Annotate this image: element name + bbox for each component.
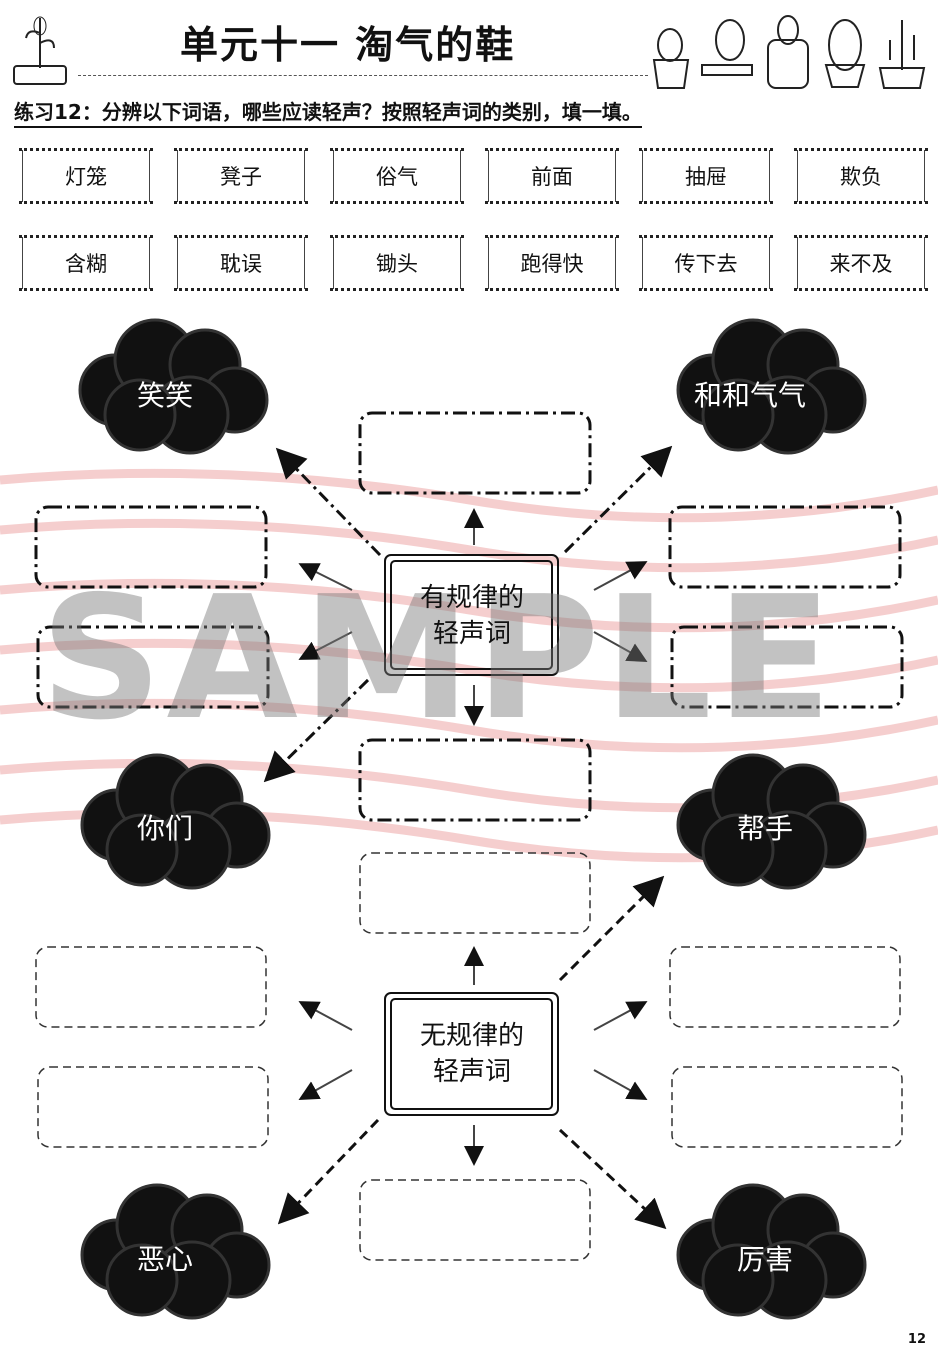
page-title: 单元十一 淘气的鞋	[180, 23, 516, 67]
word-card[interactable]: 含糊	[19, 235, 153, 291]
label-line: 轻声词	[432, 619, 511, 649]
word-card[interactable]: 锄头	[330, 235, 464, 291]
example-label: 恶心	[136, 1243, 193, 1276]
word-card[interactable]: 俗气	[330, 148, 464, 204]
word-card[interactable]: 前面	[485, 148, 619, 204]
example-label: 你们	[136, 812, 193, 845]
example-label: 笑笑	[136, 379, 193, 412]
example-label: 厉害	[736, 1243, 793, 1276]
word-card[interactable]: 抽屉	[639, 148, 773, 204]
example-label: 帮手	[736, 812, 793, 845]
example-label: 和和气气	[693, 379, 806, 412]
title-divider	[78, 75, 648, 76]
irregular-category-label: 无规律的 轻声词	[385, 1018, 559, 1090]
exercise-instruction: 练习12：分辨以下词语，哪些应读轻声？按照轻声词的类别，填一填。	[14, 96, 642, 128]
sample-watermark: SAMPLE	[40, 560, 837, 758]
word-card[interactable]: 灯笼	[19, 148, 153, 204]
word-card[interactable]: 欺负	[794, 148, 928, 204]
word-card[interactable]: 来不及	[794, 235, 928, 291]
word-card[interactable]: 凳子	[174, 148, 308, 204]
word-card[interactable]: 耽误	[174, 235, 308, 291]
label-line: 轻声词	[432, 1057, 511, 1087]
cactus-pots-icon	[650, 10, 935, 90]
word-card[interactable]: 传下去	[639, 235, 773, 291]
label-line: 无规律的	[419, 1021, 524, 1051]
word-card[interactable]: 跑得快	[485, 235, 619, 291]
cactus-decoration-icon	[10, 8, 70, 88]
regular-category-label: 有规律的 轻声词	[385, 580, 559, 652]
label-line: 有规律的	[419, 583, 524, 613]
page-number: 12	[907, 1332, 926, 1347]
